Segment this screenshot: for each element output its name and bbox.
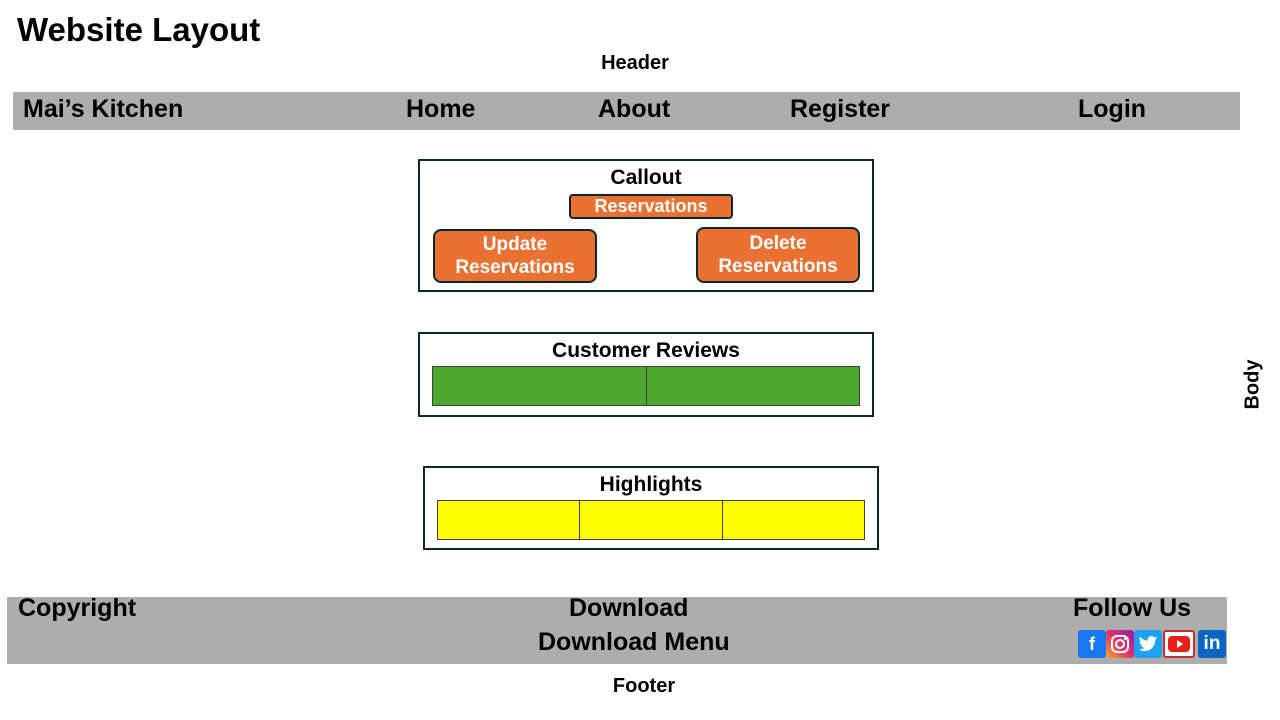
callout-title: Callout: [610, 166, 682, 189]
review-panel-1: [432, 366, 647, 406]
footer-download-menu[interactable]: Download Menu: [538, 628, 730, 656]
page-title: Website Layout: [17, 11, 261, 48]
brand-name[interactable]: Mai’s Kitchen: [23, 95, 184, 123]
footer-caption: Footer: [612, 675, 676, 697]
nav-item-register[interactable]: Register: [790, 95, 891, 123]
nav-item-login[interactable]: Login: [1078, 95, 1147, 123]
footer-bar: [7, 597, 1227, 664]
footer-follow-us: Follow Us: [1073, 594, 1192, 622]
facebook-icon[interactable]: f: [1078, 630, 1106, 658]
nav-item-home[interactable]: Home: [406, 95, 476, 123]
update-reservations-button[interactable]: Update Reservations: [433, 229, 597, 283]
customer-reviews-title: Customer Reviews: [552, 339, 740, 362]
highlight-panel-1: [437, 500, 580, 540]
linkedin-icon[interactable]: in: [1198, 630, 1226, 658]
review-panel-2: [646, 366, 860, 406]
reservations-button[interactable]: Reservations: [569, 194, 733, 219]
delete-reservations-button[interactable]: Delete Reservations: [696, 227, 860, 283]
nav-bar: [13, 92, 1240, 130]
body-label: Body: [1241, 359, 1264, 410]
highlight-panel-2: [579, 500, 723, 540]
youtube-icon[interactable]: [1163, 630, 1195, 658]
nav-item-about[interactable]: About: [598, 95, 671, 123]
instagram-icon[interactable]: [1106, 630, 1134, 658]
footer-download[interactable]: Download: [569, 594, 689, 622]
highlights-title: Highlights: [599, 473, 703, 496]
highlight-panel-3: [722, 500, 865, 540]
header-caption: Header: [601, 52, 669, 74]
footer-copyright: Copyright: [18, 594, 137, 622]
twitter-icon[interactable]: [1134, 630, 1162, 658]
